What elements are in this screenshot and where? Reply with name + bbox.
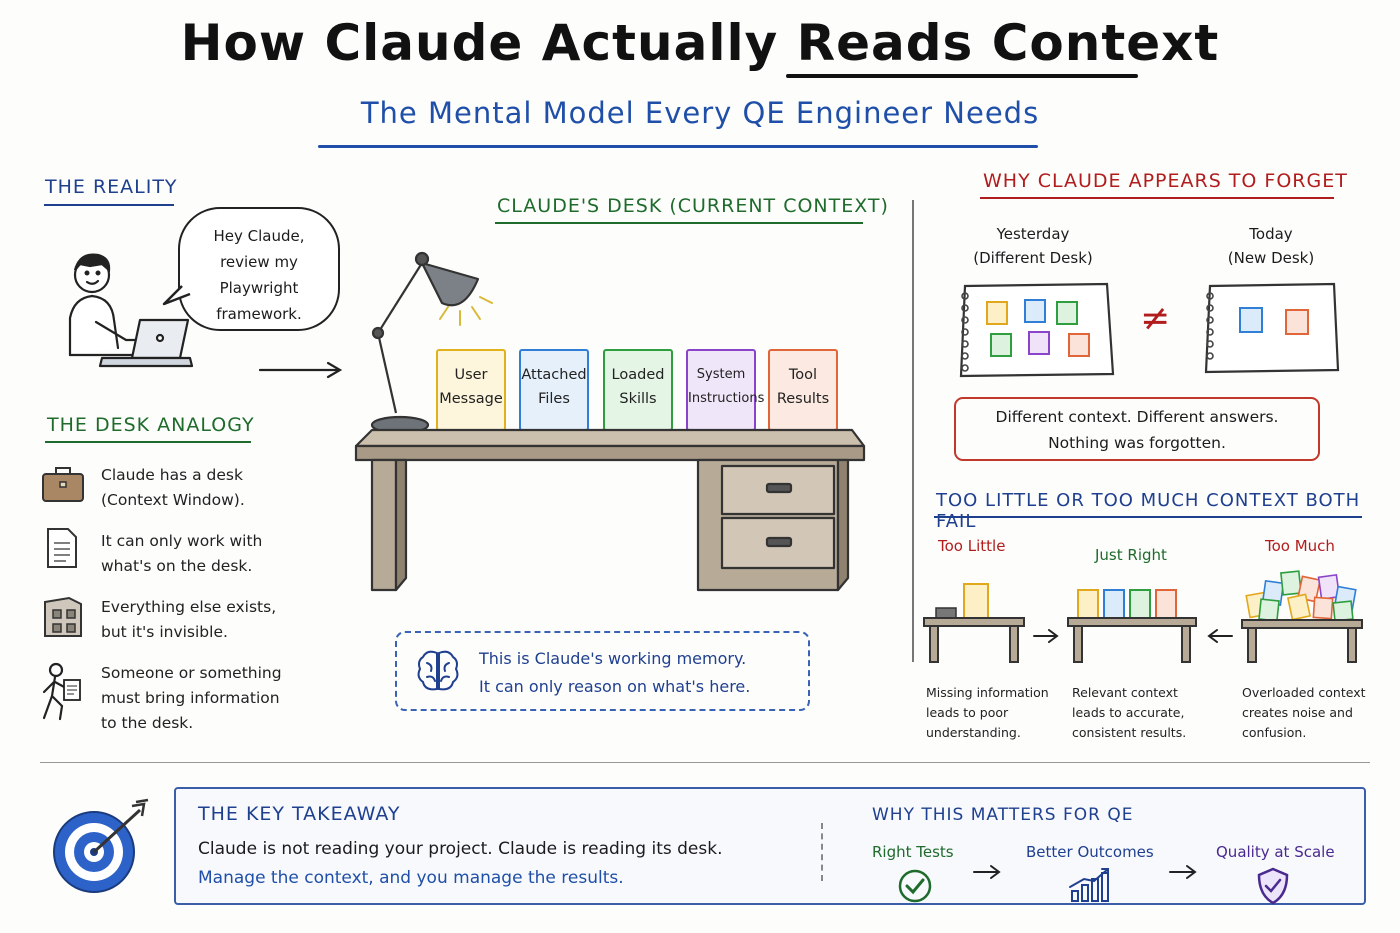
arrow-right-icon <box>973 865 1001 879</box>
too-little-label: Too Little <box>938 537 1006 555</box>
forget-message-line: Nothing was forgotten. <box>1048 434 1226 452</box>
speech-line: Hey Claude, <box>213 227 305 245</box>
person-at-laptop-illustration <box>68 253 194 368</box>
takeaway-line-1: Claude is not reading your project. Clau… <box>198 839 723 859</box>
today-label: Today (New Desk) <box>1227 225 1315 267</box>
desk-illustration <box>354 428 866 592</box>
speech-line: framework. <box>216 305 302 323</box>
analogy-item: Claude has a desk (Context Window). <box>101 466 245 509</box>
forget-message-line: Different context. Different answers. <box>995 408 1279 426</box>
arrow-left-icon <box>1207 629 1233 643</box>
callout-line: This is Claude's working memory. <box>479 649 747 668</box>
desk-heading: CLAUDE'S DESK (CURRENT CONTEXT) <box>497 195 889 217</box>
analogy-item: Everything else exists, but it's invisib… <box>101 598 277 641</box>
not-equal-sign: ≠ <box>1140 298 1171 339</box>
page-subtitle: The Mental Model Every QE Engineer Needs <box>360 96 1040 130</box>
target-icon <box>53 798 149 893</box>
too-much-label: Too Much <box>1265 537 1335 555</box>
subtitle-underline <box>318 145 1038 148</box>
shield-check-icon <box>1257 867 1289 905</box>
briefcase-icon <box>42 467 84 502</box>
arrow-right-icon <box>1169 865 1197 879</box>
too-little-desk <box>923 583 1025 663</box>
callout-line: It can only reason on what's here. <box>479 677 751 696</box>
just-right-note: Relevant context leads to accurate, cons… <box>1072 685 1187 740</box>
desk-document-system-instructions: System Instructions <box>686 349 764 431</box>
takeaway-heading: THE KEY TAKEAWAY <box>198 803 401 825</box>
working-memory-callout: This is Claude's working memory. It can … <box>395 631 810 711</box>
walking-person-icon <box>42 662 81 721</box>
desk-document-attached-files: Attached Files <box>519 349 589 431</box>
desk-document-loaded-skills: Loaded Skills <box>603 349 673 431</box>
document-icon <box>47 528 77 568</box>
qe-heading: WHY THIS MATTERS FOR QE <box>872 805 1134 825</box>
qe-step-right-tests: Right Tests <box>872 843 954 861</box>
forget-heading: WHY CLAUDE APPEARS TO FORGET <box>983 170 1348 192</box>
speech-bubble: Hey Claude, review my Playwright framewo… <box>178 207 340 331</box>
just-right-label: Just Right <box>1095 546 1167 564</box>
check-circle-icon <box>898 869 932 903</box>
brain-icon <box>417 650 459 691</box>
title-underline <box>786 74 1138 78</box>
desk-analogy-underline <box>45 441 251 443</box>
qe-step-better-outcomes: Better Outcomes <box>1026 843 1154 861</box>
desk-analogy-heading: THE DESK ANALOGY <box>47 414 255 436</box>
page-title: How Claude Actually Reads Context <box>180 14 1220 72</box>
speech-line: Playwright <box>219 279 299 297</box>
forget-message-box: Different context. Different answers. No… <box>954 397 1320 461</box>
cabinet-icon <box>44 596 82 637</box>
today-desk-notebook <box>1204 282 1340 374</box>
arrow-right-icon <box>1033 629 1059 643</box>
laptop-icon <box>98 318 194 368</box>
too-much-note: Overloaded context creates noise and con… <box>1242 685 1366 740</box>
analogy-item: Someone or something must bring informat… <box>101 664 282 732</box>
speech-bubble-tail <box>162 285 191 306</box>
just-right-desk <box>1067 589 1197 663</box>
arrow-right-icon <box>258 361 343 379</box>
reality-heading-underline <box>44 204 174 206</box>
too-much-desk <box>1241 570 1363 663</box>
desk-document-tool-results: Tool Results <box>768 349 838 431</box>
takeaway-divider <box>821 823 823 881</box>
key-takeaway-panel: THE KEY TAKEAWAY Claude is not reading y… <box>174 787 1366 905</box>
desk-heading-underline <box>495 222 863 224</box>
desk-document-user-message: User Message <box>436 349 506 431</box>
context-fail-underline <box>934 516 1362 518</box>
yesterday-label: Yesterday (Different Desk) <box>973 225 1093 267</box>
bottom-divider <box>40 762 1370 763</box>
section-divider <box>912 200 914 662</box>
speech-line: review my <box>220 253 298 271</box>
analogy-item: It can only work with what's on the desk… <box>101 532 263 575</box>
too-little-note: Missing information leads to poor unders… <box>926 685 1049 740</box>
context-fail-heading: TOO LITTLE OR TOO MUCH CONTEXT BOTH FAIL <box>936 490 1361 532</box>
takeaway-line-2: Manage the context, and you manage the r… <box>198 868 624 888</box>
reality-heading: THE REALITY <box>45 176 178 198</box>
qe-step-quality-at-scale: Quality at Scale <box>1216 843 1335 861</box>
rising-chart-icon <box>1069 868 1109 902</box>
forget-heading-underline <box>980 197 1334 199</box>
yesterday-desk-notebook <box>959 282 1115 378</box>
desk-lamp-icon <box>370 251 493 435</box>
